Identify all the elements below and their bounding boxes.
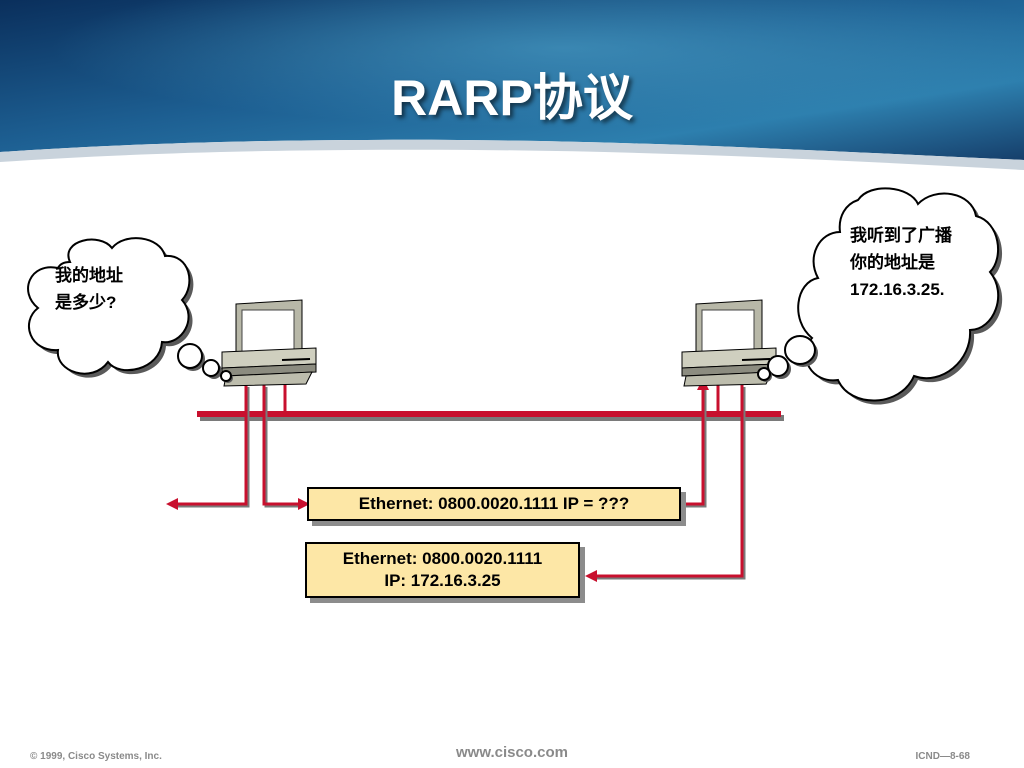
page-reference: ICND—8-68	[915, 751, 970, 762]
right-bubble-line3: 172.16.3.25.	[850, 280, 945, 299]
arrow-icon	[298, 498, 310, 510]
rarp-request-text: Ethernet: 0800.0020.1111 IP = ???	[358, 494, 630, 513]
right-station-drop	[595, 385, 746, 580]
right-bubble-line2: 你的地址是	[850, 253, 935, 272]
workstation-icon	[221, 299, 317, 387]
page-title: RARP协议	[391, 70, 633, 126]
left-station-drop	[175, 385, 302, 508]
rarp-reply-frame: Ethernet: 0800.0020.1111 IP: 172.16.3.25	[305, 542, 580, 598]
left-bubble-line1: 我的地址	[55, 266, 123, 285]
arrow-icon	[585, 570, 597, 582]
thought-bubble-icon	[27, 237, 233, 383]
website-link[interactable]: www.cisco.com	[456, 744, 568, 761]
left-bubble-text: 我的地址 是多少?	[55, 262, 123, 316]
rarp-reply-line1: Ethernet: 0800.0020.1111	[342, 549, 543, 568]
arrow-icon	[166, 498, 178, 510]
right-bubble-text: 我听到了广播 你的地址是 172.16.3.25.	[850, 222, 952, 303]
rarp-reply-line2: IP: 172.16.3.25	[384, 571, 501, 590]
thought-bubble-icon	[757, 187, 1003, 405]
right-bubble-line1: 我听到了广播	[850, 226, 952, 245]
rarp-diagram	[27, 187, 1003, 582]
left-bubble-line2: 是多少?	[55, 293, 117, 312]
workstation-icon	[681, 299, 777, 387]
ethernet-bus	[197, 411, 784, 421]
copyright-text: © 1999, Cisco Systems, Inc.	[30, 751, 162, 762]
header-banner	[0, 0, 1024, 170]
rarp-request-frame: Ethernet: 0800.0020.1111 IP = ???	[307, 487, 681, 521]
